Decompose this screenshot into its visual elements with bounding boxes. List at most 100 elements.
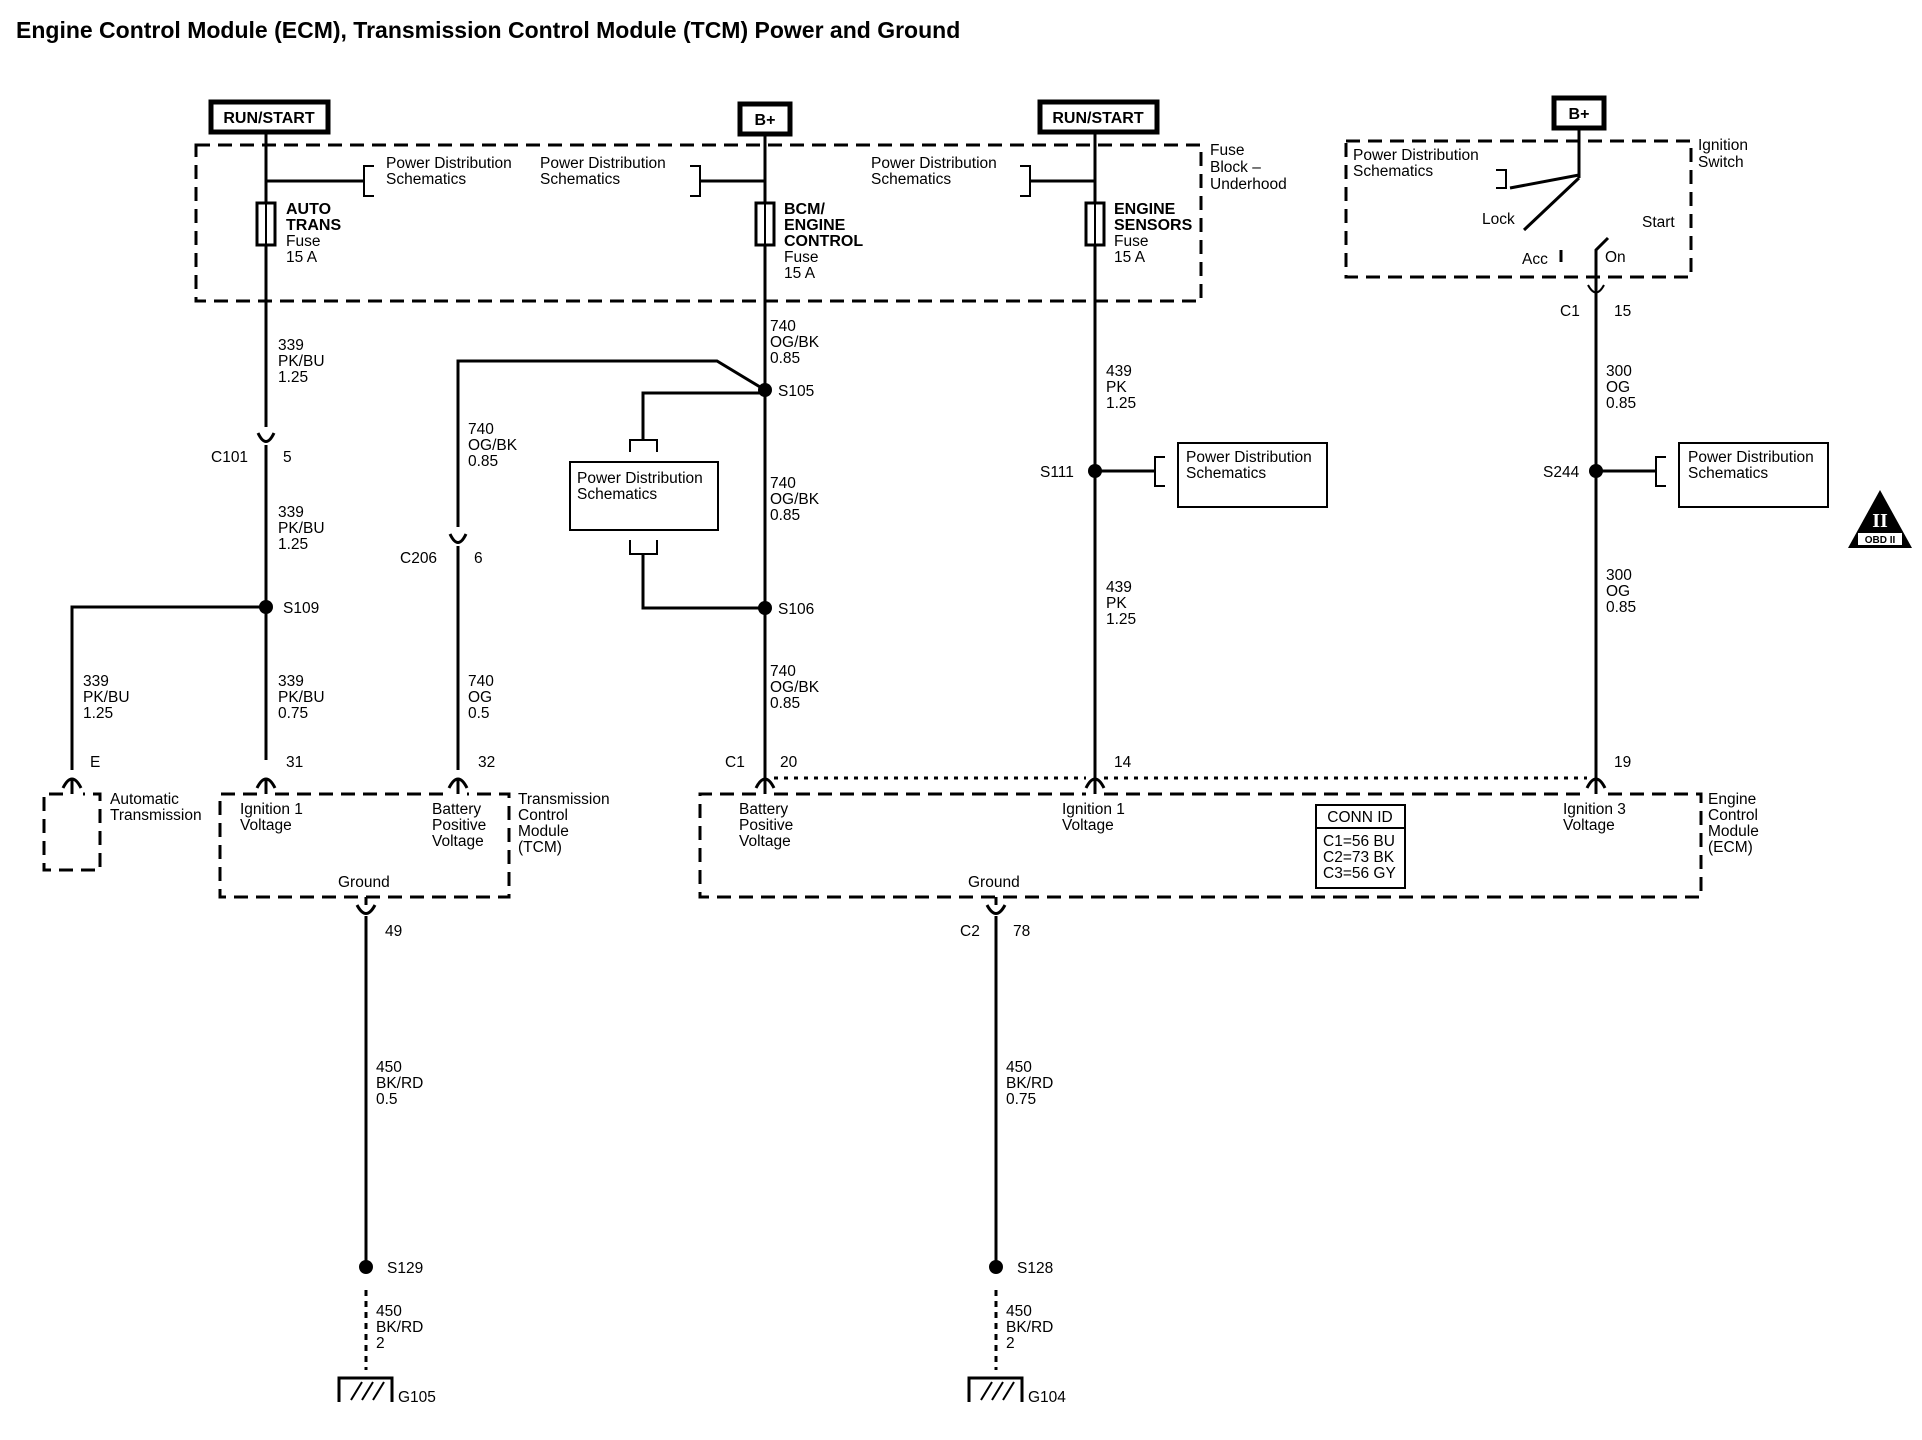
svg-text:0.85: 0.85 [770, 695, 800, 712]
svg-text:14: 14 [1114, 754, 1132, 771]
ignition-switch-label: Ignition Switch [1698, 137, 1748, 171]
ignition-acc-position: Acc [1522, 251, 1548, 268]
svg-text:1.25: 1.25 [1106, 611, 1136, 628]
ecm-ground-label: Ground [968, 874, 1020, 891]
svg-text:20: 20 [780, 754, 798, 771]
svg-text:B+: B+ [1569, 106, 1590, 123]
svg-text:OG/BK: OG/BK [770, 679, 820, 696]
ground-g104-icon [967, 1376, 1024, 1402]
tcm-ground-label: Ground [338, 874, 390, 891]
wire-339-label-c: 339 PK/BU 1.25 [83, 673, 130, 722]
tcm-ignition1-voltage: Ignition 1 Voltage [240, 801, 303, 834]
svg-text:439: 439 [1106, 579, 1132, 596]
wire-339-label-d: 339 PK/BU 0.75 [278, 673, 325, 722]
svg-text:Power Distribution: Power Distribution [871, 155, 997, 172]
svg-text:PK: PK [1106, 379, 1127, 396]
svg-text:2: 2 [1006, 1335, 1015, 1352]
svg-text:G104: G104 [1028, 1389, 1066, 1406]
auto-trans-fuse-label: AUTO TRANS Fuse 15 A [286, 201, 341, 266]
b-plus-label-right: B+ [1551, 95, 1607, 131]
ecm-c2-pin-78 [985, 904, 1007, 915]
wire-740-label-d: 740 OG/BK 0.85 [770, 663, 820, 712]
svg-text:Schematics: Schematics [577, 486, 657, 503]
b-plus-label-center: B+ [737, 101, 793, 137]
c101-connector [256, 432, 276, 443]
svg-text:C3=56 GY: C3=56 GY [1323, 865, 1396, 882]
svg-text:BK/RD: BK/RD [376, 1319, 423, 1336]
svg-text:0.85: 0.85 [770, 350, 800, 367]
run-start-label-right: RUN/START [1037, 99, 1160, 135]
svg-text:S109: S109 [283, 600, 319, 617]
obd-ii-icon: II OBD II [1848, 490, 1912, 548]
svg-text:Schematics: Schematics [386, 171, 466, 188]
svg-text:300: 300 [1606, 567, 1632, 584]
fuse-block-outline [194, 143, 1203, 303]
ecm-label: Engine Control Module (ECM) [1708, 791, 1759, 856]
svg-text:ENGINE: ENGINE [1114, 201, 1176, 218]
svg-text:5: 5 [283, 449, 292, 466]
svg-text:740: 740 [770, 318, 796, 335]
svg-text:Power Distribution: Power Distribution [1186, 449, 1312, 466]
svg-text:19: 19 [1614, 754, 1631, 771]
svg-text:Ignition 3: Ignition 3 [1563, 801, 1626, 818]
wire-439-label-b: 439 PK 1.25 [1106, 579, 1136, 628]
svg-text:OG: OG [1606, 583, 1630, 600]
svg-text:15 A: 15 A [784, 265, 816, 282]
svg-text:Automatic: Automatic [110, 791, 179, 808]
svg-text:CONTROL: CONTROL [784, 233, 863, 250]
engine-sensors-fuse-label: ENGINE SENSORS Fuse 15 A [1114, 201, 1193, 266]
svg-text:PK/BU: PK/BU [83, 689, 130, 706]
ecm-outline [698, 792, 1703, 899]
svg-text:E: E [90, 754, 100, 771]
wire-339-label-a: 339 PK/BU 1.25 [278, 337, 325, 386]
svg-text:BK/RD: BK/RD [1006, 1319, 1053, 1336]
wire-300-label-b: 300 OG 0.85 [1606, 567, 1636, 616]
svg-text:339: 339 [278, 337, 304, 354]
svg-text:740: 740 [770, 663, 796, 680]
fuse-block-label: Fuse Block – Underhood [1210, 142, 1287, 193]
wire-450-label-d: 450 BK/RD 2 [1006, 1303, 1053, 1352]
svg-text:RUN/START: RUN/START [223, 110, 314, 127]
splice-s106 [758, 601, 772, 615]
svg-text:ENGINE: ENGINE [784, 217, 846, 234]
wire-439-label-a: 439 PK 1.25 [1106, 363, 1136, 412]
svg-text:S129: S129 [387, 1260, 423, 1277]
svg-text:BK/RD: BK/RD [1006, 1075, 1053, 1092]
svg-text:Battery: Battery [739, 801, 788, 818]
ecm-battery-positive-voltage: Battery Positive Voltage [739, 801, 793, 850]
diagram-title: Engine Control Module (ECM), Transmissio… [16, 17, 960, 43]
svg-text:Power Distribution: Power Distribution [1688, 449, 1814, 466]
c206-connector [448, 533, 468, 544]
svg-text:Voltage: Voltage [1563, 817, 1615, 834]
power-distribution-box-s244 [1678, 442, 1829, 508]
ignition-switch-contact [1522, 176, 1581, 232]
svg-text:Positive: Positive [432, 817, 486, 834]
svg-text:339: 339 [83, 673, 109, 690]
automatic-transmission-outline [42, 792, 102, 872]
wire-740-label-e: 740 OG 0.5 [468, 673, 494, 722]
svg-text:C2: C2 [960, 923, 980, 940]
svg-text:Voltage: Voltage [1062, 817, 1114, 834]
svg-text:Fuse: Fuse [784, 249, 818, 266]
svg-text:0.75: 0.75 [278, 705, 308, 722]
svg-text:Schematics: Schematics [1353, 163, 1433, 180]
svg-text:Ignition 1: Ignition 1 [1062, 801, 1125, 818]
svg-text:Transmission: Transmission [110, 807, 202, 824]
tcm-battery-positive-voltage: Battery Positive Voltage [432, 801, 486, 850]
wire-450-label-b: 450 BK/RD 2 [376, 1303, 423, 1352]
svg-text:Control: Control [518, 807, 568, 824]
splice-s129 [359, 1260, 373, 1274]
svg-text:C206: C206 [400, 550, 437, 567]
svg-text:339: 339 [278, 504, 304, 521]
svg-text:Switch: Switch [1698, 154, 1744, 171]
svg-text:Schematics: Schematics [1186, 465, 1266, 482]
svg-text:PK: PK [1106, 595, 1127, 612]
svg-text:740: 740 [770, 475, 796, 492]
svg-text:Module: Module [518, 823, 569, 840]
svg-text:Voltage: Voltage [240, 817, 292, 834]
power-distribution-ref-1: Power Distribution Schematics [386, 155, 512, 188]
svg-text:2: 2 [376, 1335, 385, 1352]
svg-text:C1: C1 [1560, 303, 1580, 320]
svg-text:0.85: 0.85 [1606, 395, 1636, 412]
svg-text:0.85: 0.85 [468, 453, 498, 470]
